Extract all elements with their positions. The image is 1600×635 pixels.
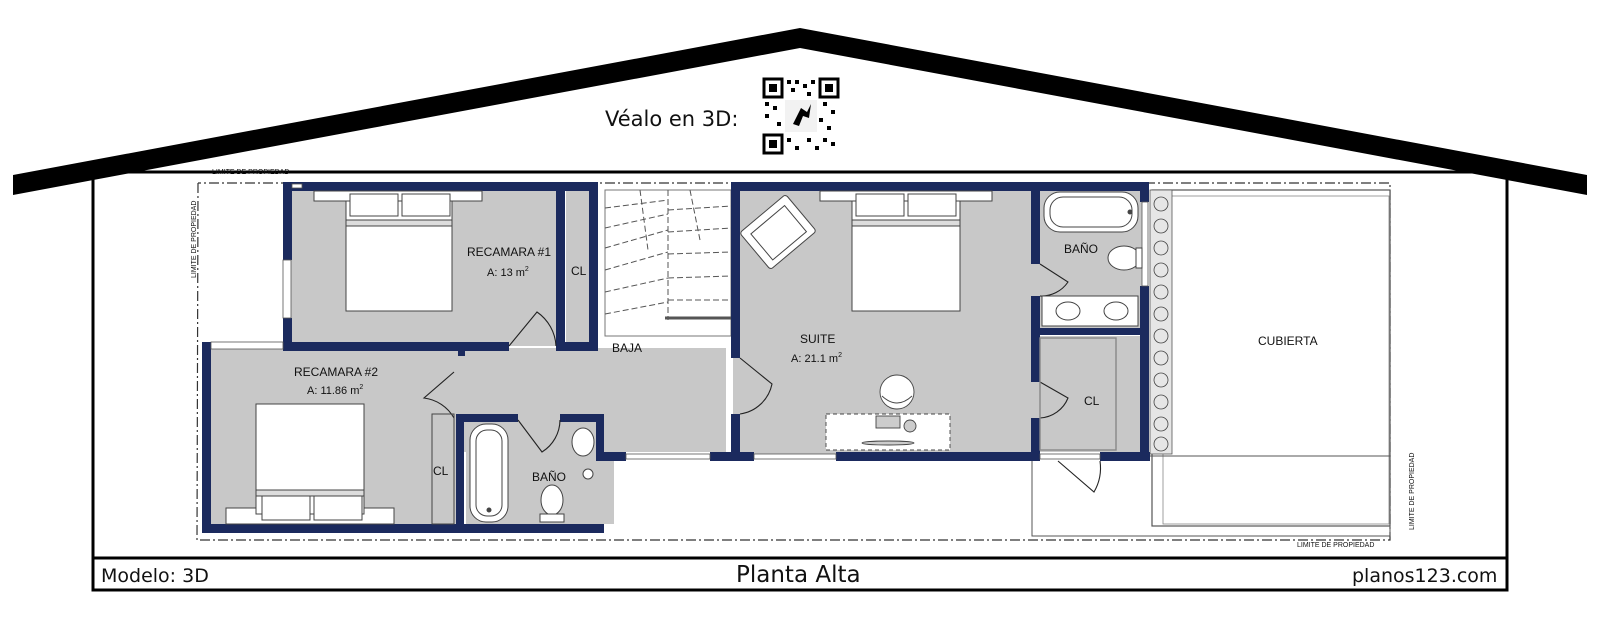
- closet-label-3: CL: [1084, 394, 1100, 408]
- staircase: [604, 189, 732, 337]
- bath-label-suite: BAÑO: [1064, 242, 1098, 256]
- room-name-suite: SUITE: [800, 332, 835, 346]
- room-name-recamara-1: RECAMARA #1: [467, 245, 551, 259]
- footer-title: Planta Alta: [736, 562, 861, 588]
- closet-label-2: CL: [433, 464, 449, 478]
- property-label-top: LIMITE DE PROPIEDAD: [212, 169, 289, 176]
- roof-label: CUBIERTA: [1258, 334, 1318, 348]
- planter-strip: [1149, 189, 1173, 455]
- armchair: [740, 195, 816, 269]
- bath-hall-fixtures: [431, 413, 595, 525]
- closet-label-1: CL: [571, 264, 587, 278]
- closet-rail-suite: [1039, 337, 1117, 451]
- property-label-bottom: LIMITE DE PROPIEDAD: [1297, 542, 1374, 549]
- walls: [202, 182, 1150, 533]
- roof-deck: [1151, 189, 1391, 527]
- bed-recamara-2: [225, 403, 395, 525]
- footer-model: Modelo: 3D: [101, 565, 209, 587]
- property-label-left: LIMITE DE PROPIEDAD: [191, 201, 198, 278]
- room-area-recamara-2: A: 11.86 m2: [307, 384, 363, 397]
- qr-code: [762, 77, 840, 155]
- windows: [210, 183, 1149, 460]
- terrace: [1031, 455, 1391, 537]
- room-area-suite: A: 21.1 m2: [791, 352, 842, 365]
- bath-suite-fixtures: [1041, 191, 1143, 327]
- bath-label-hall: BAÑO: [532, 470, 566, 484]
- bed-suite: [819, 190, 993, 312]
- room-area-recamara-1: A: 13 m2: [487, 266, 529, 279]
- room-name-recamara-2: RECAMARA #2: [294, 365, 378, 379]
- stairs-label: BAJA: [612, 341, 642, 355]
- qr-caption: Véalo en 3D:: [605, 107, 738, 131]
- footer-site: planos123.com: [1352, 565, 1497, 587]
- desk: [825, 374, 951, 451]
- property-label-right: LIMITE DE PROPIEDAD: [1409, 453, 1416, 530]
- bed-recamara-1: [313, 190, 483, 312]
- drawing-frame: [91, 170, 1509, 592]
